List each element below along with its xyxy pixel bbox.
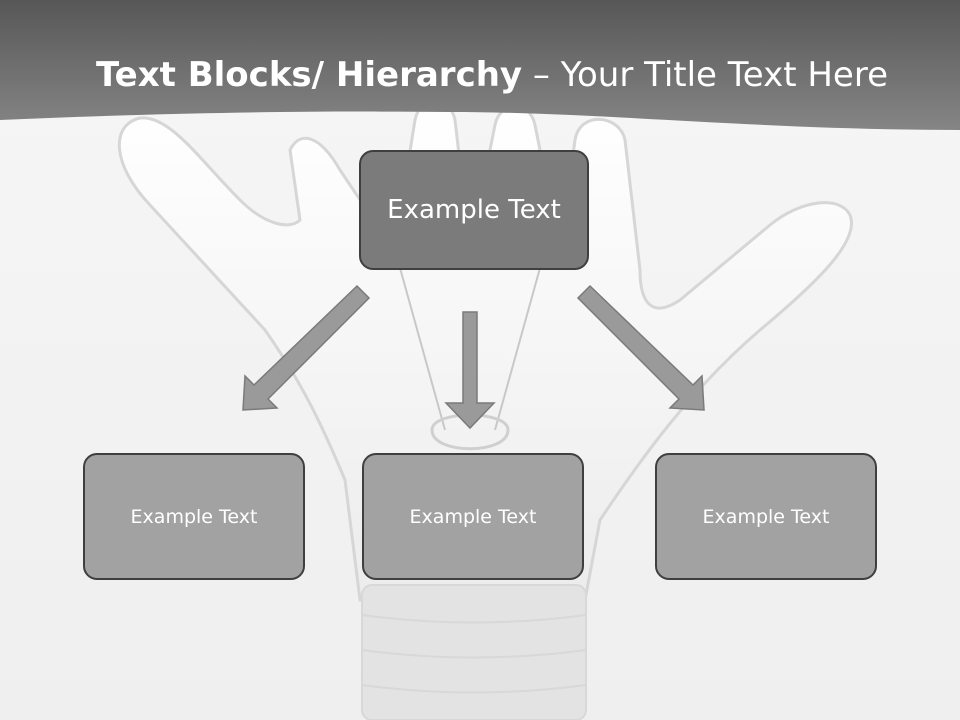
filament-wire-left xyxy=(394,249,446,431)
header-banner xyxy=(0,0,960,130)
title-bold: Text Blocks/ Hierarchy xyxy=(95,55,523,95)
arrow-icon-right xyxy=(576,284,705,411)
child-text-label: Example Text xyxy=(702,505,830,528)
arrow-icon-left xyxy=(242,284,371,411)
arrow-icon-middle xyxy=(444,311,496,430)
filament-coil xyxy=(430,413,510,451)
root-text-block: Example Text xyxy=(359,150,589,270)
child-text-label: Example Text xyxy=(409,505,537,528)
bulb-screw-base xyxy=(361,584,587,720)
page-title: Text Blocks/ Hierarchy – Your Title Text… xyxy=(0,52,960,98)
hand-shape xyxy=(117,99,853,602)
child-text-block-middle: Example Text xyxy=(362,453,584,580)
child-text-block-right: Example Text xyxy=(655,453,877,580)
child-text-block-left: Example Text xyxy=(83,453,305,580)
filament-wire-right xyxy=(494,249,546,431)
child-text-label: Example Text xyxy=(130,505,258,528)
root-text-label: Example Text xyxy=(387,195,561,225)
title-regular: – Your Title Text Here xyxy=(522,55,888,95)
